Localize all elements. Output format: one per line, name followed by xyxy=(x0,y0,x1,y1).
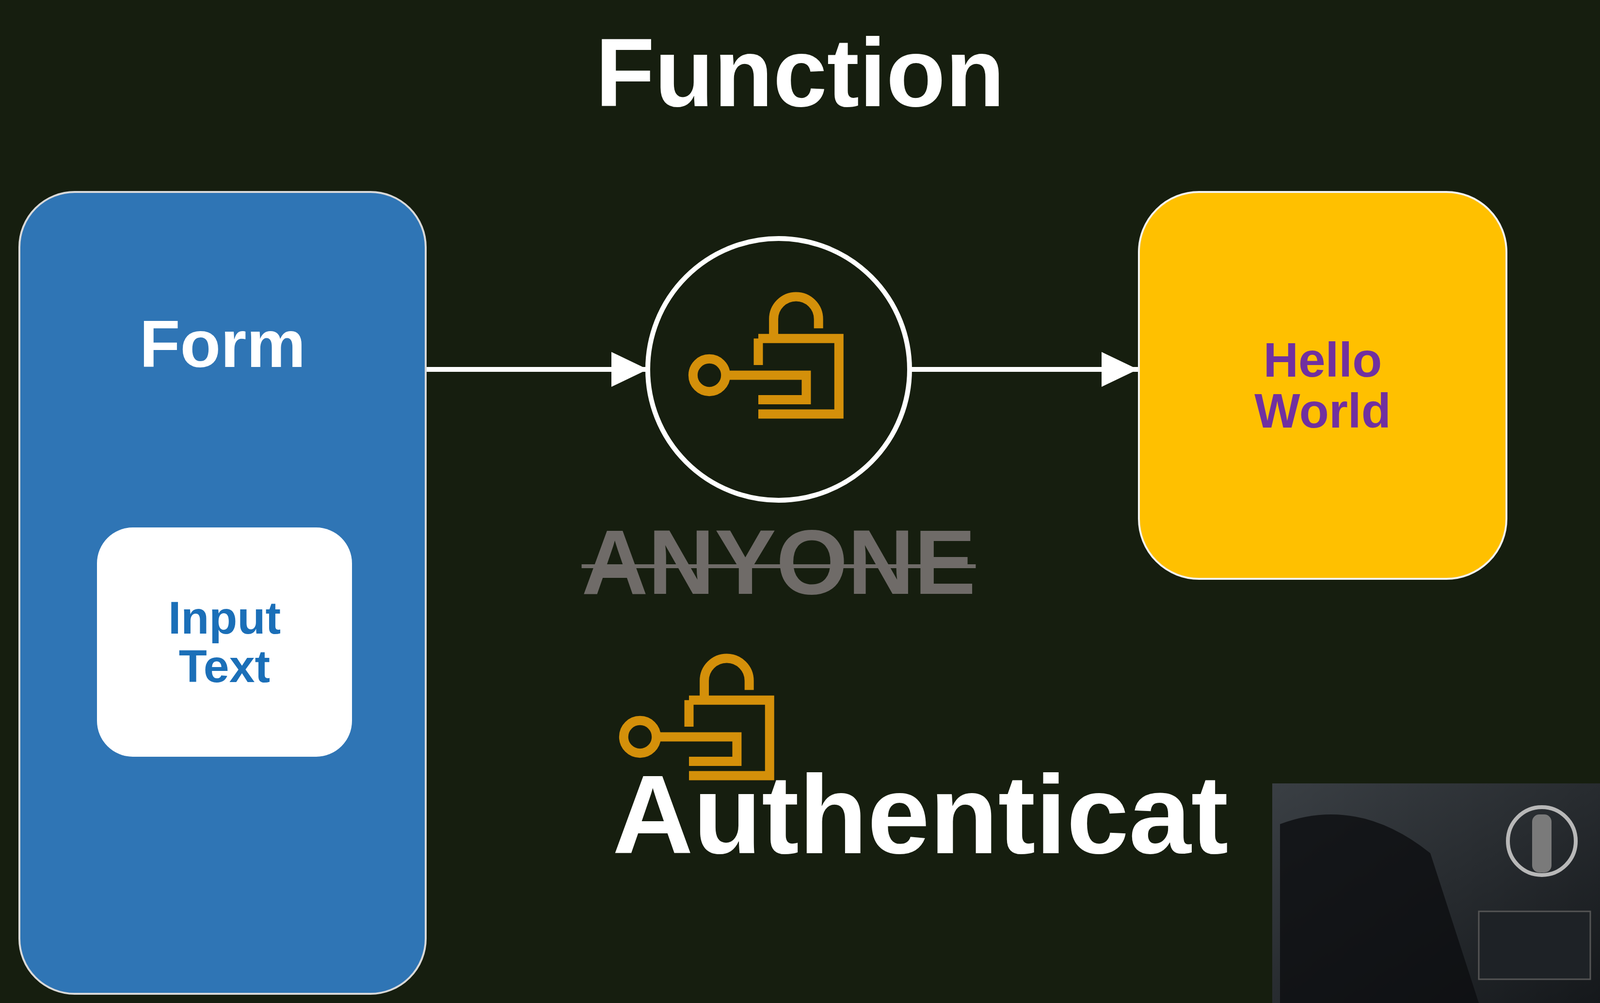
circle-outline xyxy=(647,238,910,501)
auth-circle: ANYONE xyxy=(647,238,910,501)
webcam-figure xyxy=(1280,814,1479,1003)
flow-arrow xyxy=(426,367,648,372)
input-box: Input Text xyxy=(96,527,352,757)
node-text: Form xyxy=(139,309,306,380)
node-text: Hello World xyxy=(1254,334,1391,437)
flow-arrow xyxy=(909,367,1138,372)
slide-title: Function xyxy=(0,19,1600,127)
webcam-microphone xyxy=(1532,814,1552,873)
lock-icon xyxy=(623,658,770,776)
webcam-keyboard xyxy=(1478,911,1591,980)
output-box: Hello World xyxy=(1137,191,1508,580)
webcam-inset xyxy=(1272,783,1600,1003)
node-text: Input Text xyxy=(168,593,281,691)
lock-icon xyxy=(692,296,839,415)
form-box: FormInput Text xyxy=(18,191,427,995)
slide-label: Authenticat xyxy=(612,758,1229,871)
node-text: ANYONE xyxy=(581,513,976,611)
webcam-microphone xyxy=(1507,807,1576,876)
